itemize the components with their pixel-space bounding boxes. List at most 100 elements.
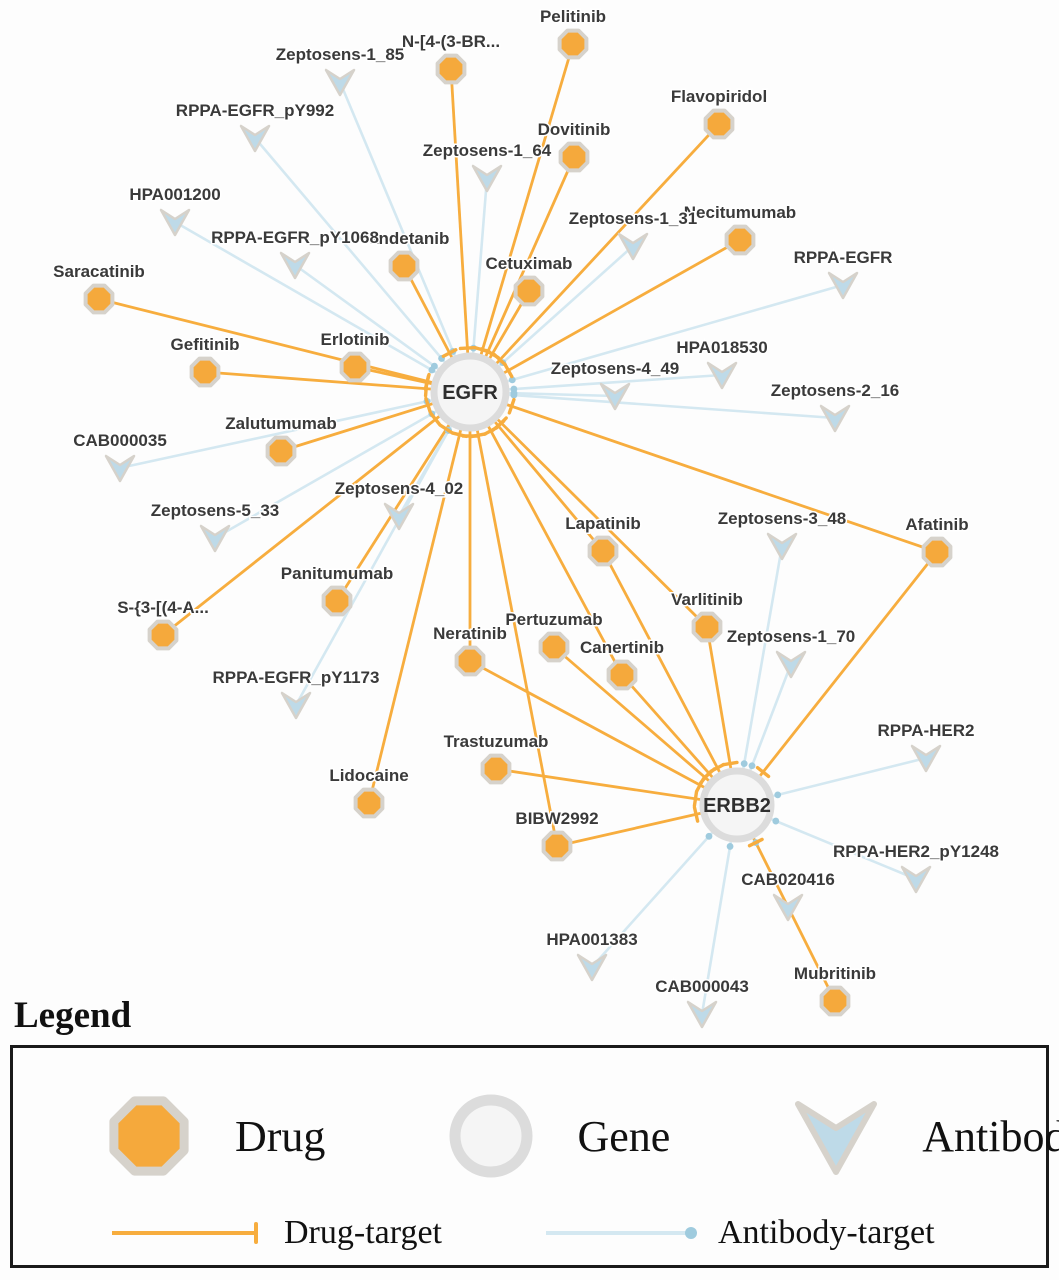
node-label: Cetuximab — [486, 254, 573, 273]
drug-target-edge — [367, 391, 472, 804]
drug-target-edge — [553, 645, 738, 807]
antibody-edge-endpoint — [705, 832, 713, 840]
antibody-target-edge-icon — [545, 1227, 697, 1239]
antibody-node[interactable] — [279, 251, 311, 280]
drug-node[interactable] — [388, 250, 420, 282]
drug-node[interactable] — [587, 535, 619, 567]
drug-node[interactable] — [691, 611, 723, 643]
node-label: Zeptosens-3_48 — [718, 509, 847, 528]
node-label: Afatinib — [905, 515, 968, 534]
antibody-node[interactable] — [819, 404, 851, 433]
node-label: Necitumumab — [684, 203, 796, 222]
gene-node[interactable] — [699, 767, 775, 843]
antibody-node[interactable] — [599, 382, 631, 411]
antibody-node[interactable] — [706, 361, 738, 390]
node-label: Panitumumab — [281, 564, 393, 583]
drug-node[interactable] — [557, 28, 589, 60]
node-label: Zeptosens-1_85 — [276, 45, 405, 64]
antibody-node[interactable] — [199, 524, 231, 553]
drug-target-edge — [468, 43, 575, 393]
drug-edge-inhibition-bar — [484, 348, 500, 360]
drug-node[interactable] — [480, 753, 512, 785]
antibody-node[interactable] — [324, 68, 356, 97]
antibody-node[interactable] — [576, 953, 608, 982]
drug-node[interactable] — [703, 108, 735, 140]
drug-edge-inhibition-bar — [438, 423, 454, 435]
antibody-node[interactable] — [772, 893, 804, 922]
antibody-node[interactable] — [159, 208, 191, 237]
drug-edge-inhibition-bar — [429, 412, 442, 427]
antibody-target-edge — [119, 390, 471, 470]
node-label: Lapatinib — [565, 514, 641, 533]
drug-gene-antibody-network: EGFRERBB2PelitinibN-[4-(3-BR...Dovitinib… — [52, 6, 1001, 1029]
legend-antibody-target-label: Antibody-target — [717, 1214, 935, 1251]
antibody-node[interactable] — [280, 691, 312, 720]
antibody-node[interactable] — [471, 164, 503, 193]
node-label: Zeptosens-1_70 — [727, 627, 856, 646]
drug-target-edge — [735, 551, 939, 806]
drug-node[interactable] — [558, 141, 590, 173]
drug-node[interactable] — [147, 619, 179, 651]
legend-edge-row: Drug-target Antibody-target — [13, 1214, 1046, 1252]
node-label: Erlotinib — [321, 330, 390, 349]
drug-node[interactable] — [339, 351, 371, 383]
drug-node[interactable] — [189, 356, 221, 388]
gene-node[interactable] — [430, 352, 510, 432]
antibody-target-edge — [214, 390, 471, 540]
drug-node[interactable] — [83, 283, 115, 315]
antibody-edge-endpoint — [508, 376, 516, 384]
drug-edge-inhibition-bar — [424, 396, 432, 414]
antibody-node[interactable] — [827, 271, 859, 300]
drug-edge-inhibition-bar — [503, 362, 514, 379]
drug-target-edge — [449, 68, 472, 393]
drug-node[interactable] — [724, 224, 756, 256]
drug-node[interactable] — [353, 787, 385, 819]
antibody-node[interactable] — [900, 865, 932, 894]
drug-node[interactable] — [265, 435, 297, 467]
drug-target-edge — [601, 550, 739, 806]
gene-label: EGFR — [442, 382, 498, 404]
drug-target-edge — [469, 390, 938, 554]
node-label: CAB000035 — [73, 431, 167, 450]
antibody-node[interactable] — [104, 454, 136, 483]
node-label: Varlitinib — [671, 590, 743, 609]
node-label: Zeptosens-4_02 — [335, 479, 464, 498]
drug-node[interactable] — [321, 585, 353, 617]
antibody-node[interactable] — [239, 124, 271, 153]
node-label: HPA001383 — [546, 930, 637, 949]
legend-node-row: Drug Gene Antibody — [13, 1088, 1059, 1184]
drug-node[interactable] — [606, 659, 638, 691]
node-label: CAB020416 — [741, 870, 835, 889]
drug-edge-inhibition-bar — [507, 397, 516, 415]
antibody-node[interactable] — [910, 744, 942, 773]
antibody-edge-endpoint — [774, 791, 782, 799]
legend-antibody-label: Antibody — [922, 1111, 1059, 1161]
node-label: RPPA-HER2 — [878, 721, 975, 740]
node-label: RPPA-EGFR_pY1068 — [211, 228, 379, 247]
node-label: Zeptosens-1_31 — [569, 209, 698, 228]
antibody-node[interactable] — [766, 532, 798, 561]
legend-gene-label: Gene — [577, 1111, 671, 1161]
drug-node[interactable] — [541, 830, 573, 862]
node-label: Zeptosens-1_64 — [423, 141, 552, 160]
antibody-node[interactable] — [686, 1000, 718, 1029]
antibody-icon — [795, 1101, 878, 1175]
drug-node[interactable] — [513, 275, 545, 307]
legend-item-drug-target: Drug-target — [108, 1214, 442, 1252]
drug-node[interactable] — [454, 645, 486, 677]
node-label: Zeptosens-5_33 — [151, 501, 280, 520]
antibody-target-edge — [338, 81, 472, 393]
antibody-target-edge — [294, 391, 472, 706]
antibody-node[interactable] — [775, 650, 807, 679]
labels-layer: EGFRERBB2PelitinibN-[4-(3-BR...Dovitinib… — [52, 6, 1001, 998]
drug-node[interactable] — [819, 985, 851, 1017]
drug-edge-inhibition-bar — [692, 805, 700, 823]
antibody-node[interactable] — [383, 502, 415, 531]
legend-drug-label: Drug — [235, 1111, 326, 1161]
drug-node[interactable] — [538, 631, 570, 663]
node-label: HPA001200 — [129, 185, 220, 204]
edge-markers-layer — [423, 344, 782, 850]
drug-node[interactable] — [921, 536, 953, 568]
drug-node[interactable] — [435, 53, 467, 85]
antibody-node[interactable] — [617, 232, 649, 261]
